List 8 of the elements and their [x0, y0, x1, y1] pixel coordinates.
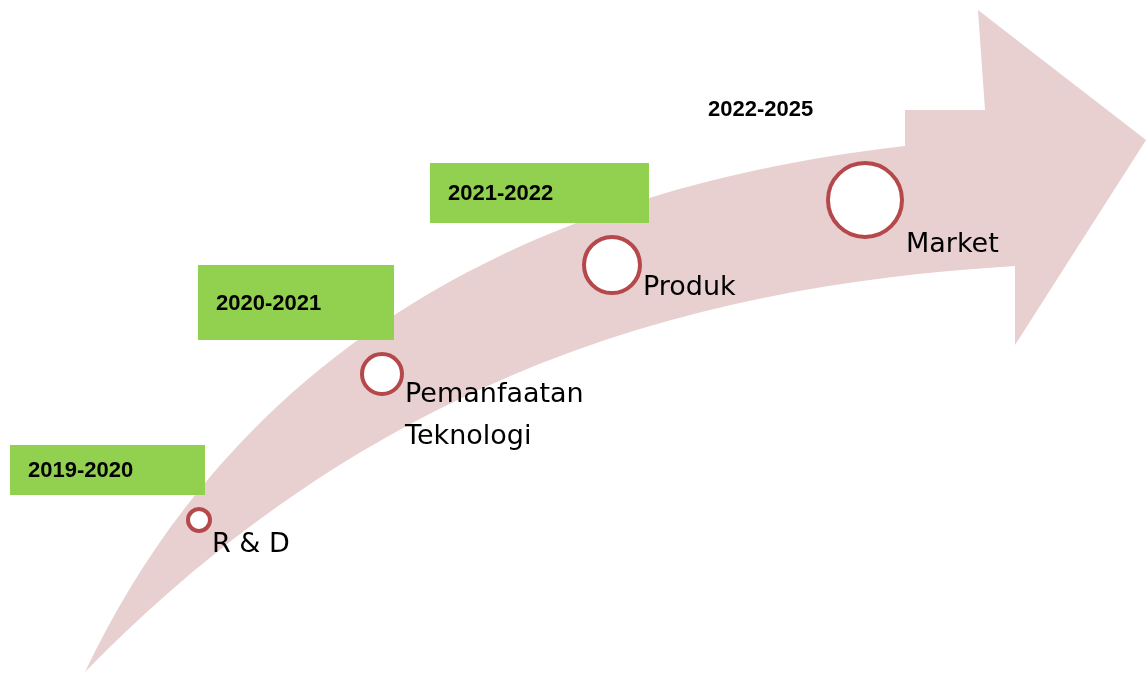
- year-box: 2021-2022: [430, 163, 649, 223]
- milestone-label: Pemanfaatan Teknologi: [405, 376, 585, 452]
- milestone-label: Market: [906, 226, 1000, 260]
- milestone-label: Produk: [643, 269, 737, 303]
- year-box: 2019-2020: [10, 445, 205, 495]
- milestone-label: R & D: [212, 526, 291, 560]
- year-box: 2020-2021: [198, 265, 394, 340]
- year-label: 2022-2025: [708, 96, 814, 122]
